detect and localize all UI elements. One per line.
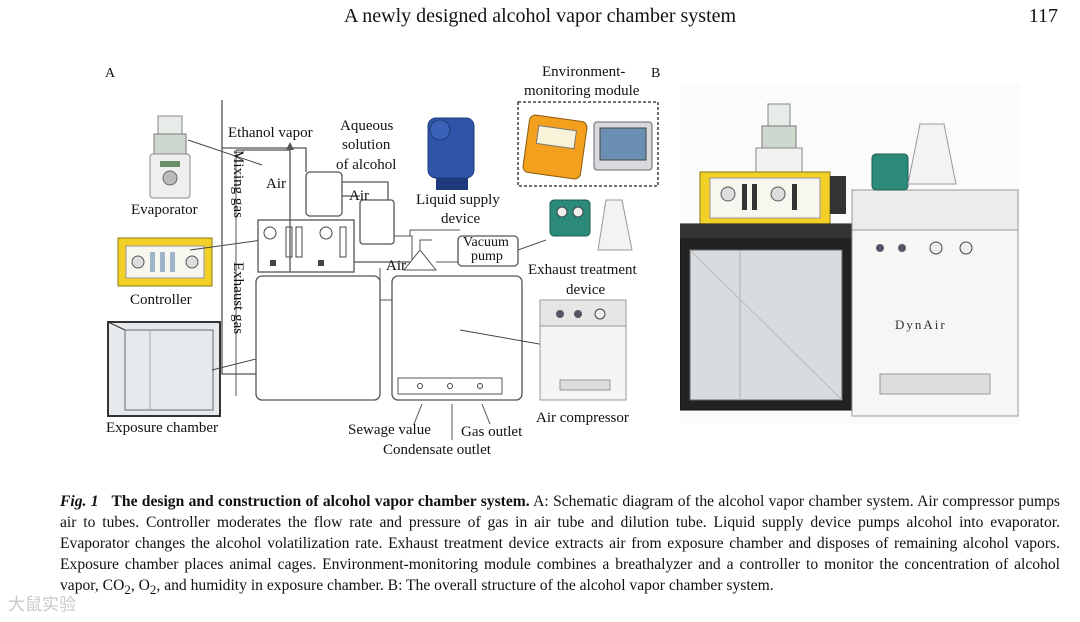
label-air-3: Air: [386, 258, 406, 274]
photo-brand-label: DynAir: [895, 317, 947, 332]
running-header-title: A newly designed alcohol vapor chamber s…: [343, 5, 737, 27]
label-aqueous-line2: solution: [342, 137, 391, 153]
label-exhaust-treatment-line2: device: [566, 282, 606, 298]
caption-text-part1: A: Schematic diagram of the alcohol vapo…: [60, 493, 1060, 594]
label-mixing-gas: Mixing gas: [230, 150, 246, 218]
subscript-o2: 2: [149, 582, 157, 598]
label-condensate-outlet: Condensate outlet: [383, 442, 491, 458]
label-liquid-supply-line1: Liquid supply: [416, 192, 500, 208]
label-gas-outlet: Gas outlet: [461, 424, 523, 440]
photo-exhaust-treatment: [871, 123, 957, 191]
label-air-1: Air: [266, 176, 286, 192]
panel-a-letter: A: [105, 66, 116, 81]
subscript-co2: 2: [124, 582, 131, 598]
figure-label: Fig. 1: [60, 493, 99, 510]
figure-title: The design and construction of alcohol v…: [111, 493, 530, 510]
label-exposure-chamber: Exposure chamber: [106, 420, 219, 436]
figure-caption: Fig. 1 The design and construction of al…: [60, 491, 1060, 600]
label-ethanol-vapor: Ethanol vapor: [228, 125, 313, 141]
panel-a-schematic: [107, 100, 659, 440]
photo-evaporator: [755, 103, 803, 175]
panel-b-photo: DynAir: [680, 84, 1020, 424]
photo-controller: [699, 171, 846, 225]
label-evaporator: Evaporator: [131, 202, 198, 218]
label-aqueous-line1: Aqueous: [340, 118, 394, 134]
label-controller: Controller: [130, 292, 192, 308]
liquid-supply-device-image: [427, 117, 475, 190]
environment-monitoring-device-image: [522, 114, 653, 180]
photo-exposure-chamber: [680, 223, 853, 411]
air-compressor-device-image: [539, 299, 627, 401]
caption-text-part2: , and humidity in exposure chamber. B: T…: [156, 577, 774, 594]
label-exhaust-treatment-line1: Exhaust treatment: [528, 262, 637, 278]
label-exhaust-gas: Exhaust gas: [230, 262, 246, 335]
evaporator-device-image: [149, 115, 191, 199]
label-sewage-value: Sewage value: [348, 422, 431, 438]
exposure-chamber-device-image: [107, 321, 221, 417]
label-env-module-line2: monitoring module: [524, 83, 640, 99]
controller-device-image: [117, 237, 213, 287]
label-vacuum: Vacuum: [463, 235, 509, 250]
label-air-2: Air: [349, 188, 369, 204]
label-aqueous-line3: of alcohol: [336, 157, 397, 173]
label-pump: pump: [471, 249, 503, 264]
exhaust-treatment-device-image: [549, 199, 633, 251]
label-env-module-line1: Environment-: [542, 64, 626, 80]
panel-b-letter: B: [651, 66, 661, 81]
photo-air-compressor: DynAir: [851, 189, 1019, 417]
watermark-text: 大鼠实验: [8, 595, 76, 614]
environment-monitoring-module-frame: [517, 101, 659, 187]
label-liquid-supply-line2: device: [441, 211, 481, 227]
caption-comma: , O: [130, 577, 150, 594]
page-number: 117: [1028, 5, 1058, 27]
label-air-compressor: Air compressor: [536, 410, 629, 426]
